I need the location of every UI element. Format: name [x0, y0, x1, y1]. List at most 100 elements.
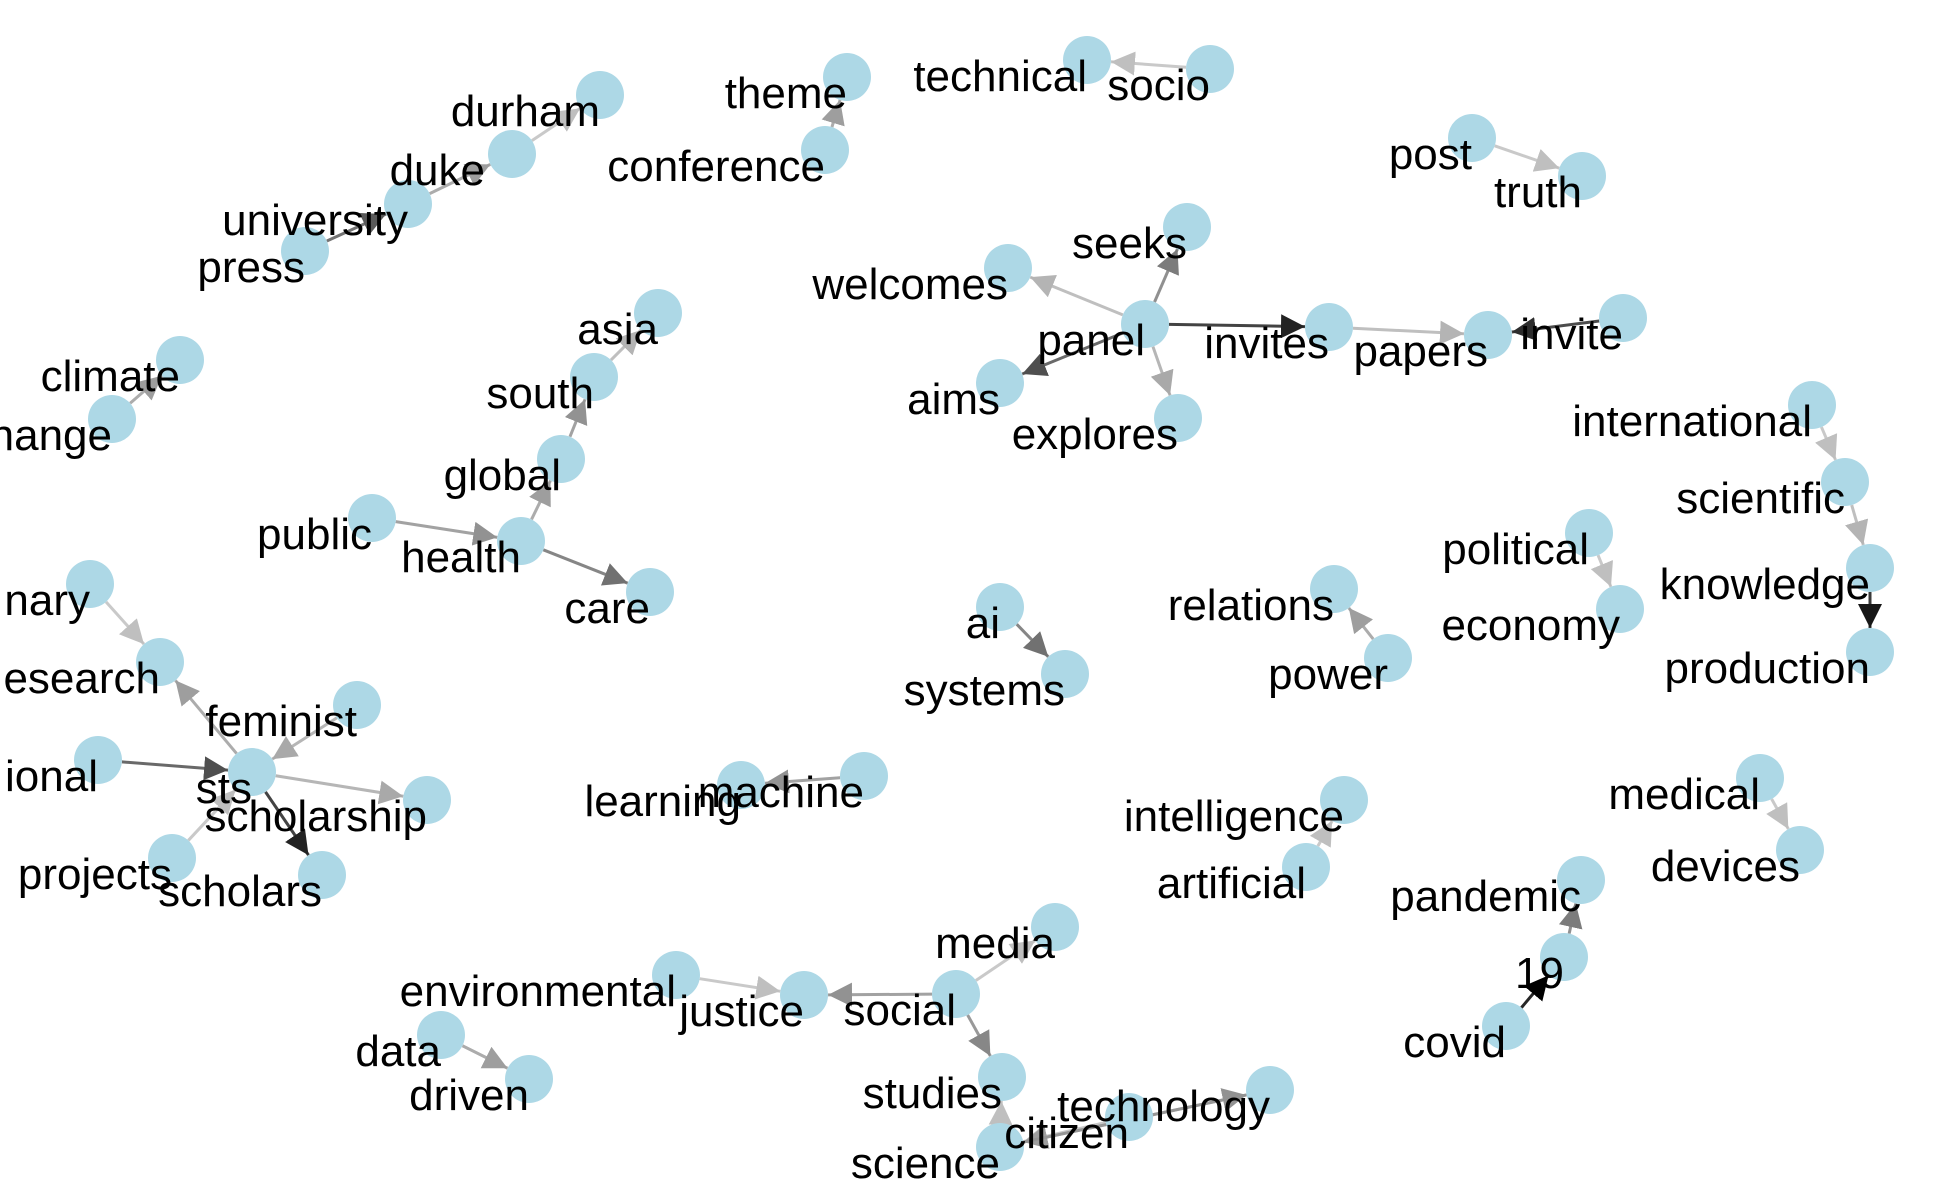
- node-label-panel: panel: [1037, 316, 1145, 365]
- edge-health-to-global: [529, 479, 552, 521]
- edge-projects-to-sts: [187, 788, 237, 842]
- node-label-global: global: [444, 451, 561, 500]
- edge-19-to-pandemic: [1558, 903, 1583, 934]
- node-medical: [1736, 754, 1784, 802]
- node-pandemic: [1557, 856, 1605, 904]
- node-layer: [66, 36, 1894, 1171]
- node-label-international: international: [1572, 397, 1812, 446]
- edge-invites-to-papers: [1352, 320, 1465, 345]
- node-press: [281, 227, 329, 275]
- node-public: [348, 494, 396, 542]
- edge-duke-to-durham: [531, 107, 581, 142]
- node-label-justice: justice: [677, 987, 804, 1036]
- node-label-invite: invite: [1520, 310, 1623, 359]
- node-media: [1031, 903, 1079, 951]
- node-sts: [228, 748, 276, 796]
- edge-science-to-studies: [988, 1100, 1013, 1126]
- node-covid: [1482, 1002, 1530, 1050]
- node-care: [626, 568, 674, 616]
- edge-public-to-health: [395, 520, 498, 546]
- node-systems: [1041, 650, 1089, 698]
- edge-panel-to-invites: [1168, 314, 1306, 339]
- node-label-data: data: [355, 1027, 441, 1076]
- node-theme: [823, 53, 871, 101]
- node-label-scientific: scientific: [1676, 474, 1845, 523]
- node-knowledge: [1846, 544, 1894, 592]
- node-label-welcomes: welcomes: [811, 260, 1008, 309]
- node-data: [417, 1011, 465, 1059]
- node-relations: [1310, 565, 1358, 613]
- node-label-asia: asia: [577, 305, 658, 354]
- edge-conference-to-theme: [821, 99, 845, 128]
- node-invites: [1305, 303, 1353, 351]
- node-label-press: press: [197, 243, 305, 292]
- node-label-change: change: [0, 411, 112, 460]
- node-label-sts: sts: [196, 764, 252, 813]
- node-citizen: [1105, 1093, 1153, 1141]
- node-19: [1540, 933, 1588, 981]
- node-label-media: media: [935, 919, 1055, 968]
- node-label-transnational: ional: [5, 752, 98, 801]
- node-seeks: [1163, 203, 1211, 251]
- node-label-power: power: [1268, 650, 1388, 699]
- node-university: [384, 180, 432, 228]
- node-health: [497, 517, 545, 565]
- node-label-ai: ai: [966, 599, 1000, 648]
- node-conference: [801, 126, 849, 174]
- edge-medical-to-devices: [1766, 798, 1790, 830]
- node-welcomes: [984, 244, 1032, 292]
- node-global: [537, 435, 585, 483]
- edge-artificial-to-intelligence: [1309, 820, 1334, 848]
- edge-university-to-duke: [428, 163, 492, 195]
- node-scholarship: [403, 776, 451, 824]
- edge-social-to-justice: [827, 982, 933, 1007]
- node-label-theme: theme: [725, 69, 847, 118]
- edge-press-to-university: [326, 212, 387, 243]
- edge-change-to-climate: [129, 374, 163, 405]
- edge-scientific-to-knowledge: [1845, 504, 1869, 546]
- node-studies: [978, 1053, 1026, 1101]
- edge-sts-to-scholarship: [275, 774, 404, 805]
- node-power: [1364, 634, 1412, 682]
- node-ai: [976, 583, 1024, 631]
- node-label-political: political: [1442, 525, 1589, 574]
- node-international: [1788, 381, 1836, 429]
- node-label-pandemic: pandemic: [1390, 872, 1581, 921]
- node-durham: [576, 71, 624, 119]
- node-label-scholarship: scholarship: [204, 792, 427, 841]
- node-label-19: 19: [1515, 949, 1564, 998]
- edge-ai-to-systems: [1015, 623, 1050, 658]
- edge-political-to-economy: [1590, 554, 1613, 588]
- edge-socio-to-technical: [1110, 51, 1187, 76]
- node-label-devices: devices: [1651, 842, 1800, 891]
- node-label-systems: systems: [904, 666, 1065, 715]
- node-label-post: post: [1389, 130, 1472, 179]
- node-research: [136, 638, 184, 686]
- edge-invite-to-papers: [1511, 317, 1600, 341]
- node-label-science: science: [851, 1139, 1000, 1188]
- node-learning: [717, 761, 765, 809]
- node-interdisciplinary: [66, 560, 114, 608]
- node-label-environmental: environmental: [400, 967, 676, 1016]
- edge-data-to-driven: [461, 1044, 509, 1070]
- edge-panel-to-aims: [1021, 331, 1124, 377]
- node-scientific: [1821, 458, 1869, 506]
- node-climate: [156, 336, 204, 384]
- edge-environmental-to-justice: [699, 975, 781, 1000]
- node-label-university: university: [222, 196, 408, 245]
- node-production: [1846, 628, 1894, 676]
- node-scholars: [298, 851, 346, 899]
- node-socio: [1186, 45, 1234, 93]
- node-devices: [1776, 826, 1824, 874]
- node-label-explores: explores: [1012, 410, 1178, 459]
- edge-panel-to-seeks: [1153, 248, 1179, 303]
- edge-sts-to-research: [174, 679, 238, 755]
- node-label-care: care: [564, 584, 650, 633]
- node-feminist: [333, 681, 381, 729]
- edge-covid-to-19: [1520, 974, 1550, 1009]
- node-transnational: [74, 736, 122, 784]
- edge-international-to-scientific: [1815, 426, 1838, 461]
- node-artificial: [1282, 843, 1330, 891]
- node-label-scholars: scholars: [158, 867, 322, 916]
- node-projects: [148, 834, 196, 882]
